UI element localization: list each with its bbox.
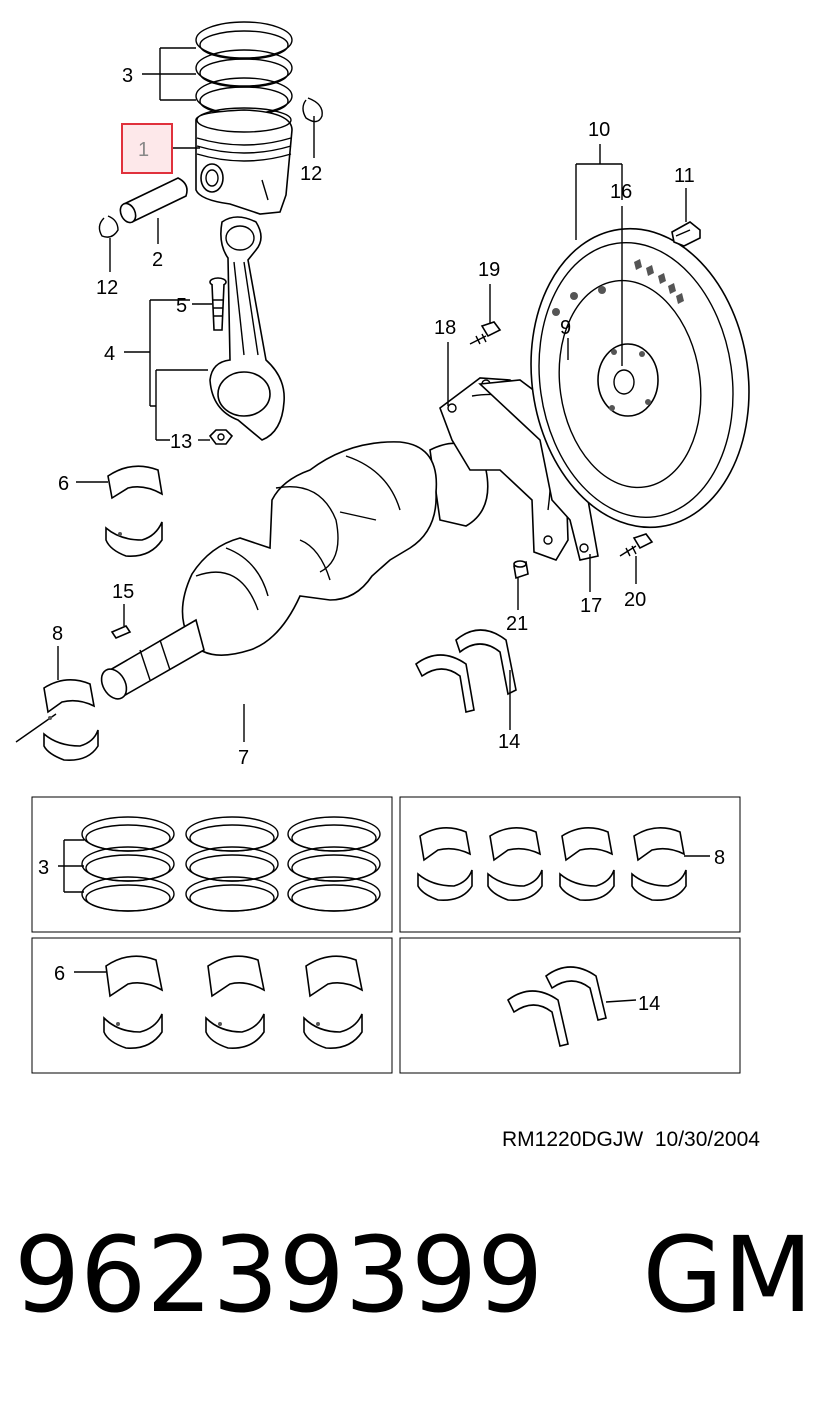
callout-14: 14: [498, 731, 520, 753]
dowel-pin: [513, 560, 529, 580]
rod-bearing-pair-1: [103, 955, 164, 1049]
callout-9: 9: [560, 317, 571, 339]
inset-callout-6: 6: [54, 963, 65, 985]
leader-lines: [57, 47, 687, 742]
piston: [195, 107, 293, 215]
callout-6: 6: [58, 473, 69, 495]
part-number: 96239399: [14, 1214, 544, 1336]
piston-pin: [119, 177, 188, 224]
callout-17: 17: [580, 595, 602, 617]
callout-8: 8: [52, 623, 63, 645]
main-bearing-8: [15, 679, 99, 762]
brand-name: GM: [642, 1214, 813, 1336]
rod-bearing-pair-3: [303, 955, 364, 1049]
callout-3: 3: [122, 65, 133, 87]
main-bearing-pair-4: [631, 827, 687, 902]
callout-11: 11: [674, 165, 695, 187]
housing-bolt-20: [619, 533, 654, 557]
callout-10: 10: [588, 119, 610, 141]
part-number-brand: 96239399 GM: [14, 1218, 813, 1332]
callout-7: 7: [238, 747, 249, 769]
callout-18: 18: [434, 317, 456, 339]
rod-nut: [208, 429, 234, 445]
rod-bolt: [209, 277, 227, 331]
callout-2: 2: [152, 249, 163, 271]
thrust-washers: [414, 629, 517, 713]
snap-ring-right: [302, 97, 323, 123]
inset-main-bearings: 8: [399, 796, 741, 933]
flywheel: [530, 227, 750, 529]
main-bearing-pair-3: [559, 827, 615, 902]
rod-bearing-pair-2: [205, 955, 266, 1049]
callout-15: 15: [112, 581, 134, 603]
rod-bearing-6: [105, 465, 164, 557]
callout-12-right: 12: [300, 163, 322, 185]
ring-set-1: [81, 816, 175, 912]
inset-thrust-washers: 14: [399, 937, 741, 1074]
inset-callout-14: 14: [638, 993, 660, 1015]
callout-1: 1: [138, 139, 149, 161]
inset-rod-bearings: 6: [31, 937, 393, 1074]
connecting-rod: [209, 216, 285, 441]
callout-16: 16: [610, 181, 632, 203]
parts-diagram: 3 1 12 2 12 5 4 13 6 15 8 7 14 21 17 20 …: [15, 21, 750, 1074]
flywheel-bolt: [671, 221, 701, 247]
ring-set-2: [185, 816, 279, 912]
main-bearing-pair-1: [417, 827, 473, 902]
highlight-box: [121, 123, 173, 174]
callout-12-left: 12: [96, 277, 118, 299]
callout-4: 4: [104, 343, 115, 365]
callout-13: 13: [170, 431, 192, 453]
callout-labels: 3 1 12 2 12 5 4 13 6 15 8 7 14 21 17 20 …: [52, 65, 695, 769]
callout-21: 21: [506, 613, 528, 635]
housing-bolt: [469, 321, 502, 345]
crank-key: [110, 625, 132, 639]
main-bearing-pair-2: [487, 827, 543, 902]
callout-19: 19: [478, 259, 500, 281]
callout-20: 20: [624, 589, 646, 611]
inset-callout-8: 8: [714, 847, 725, 869]
drawing-code: RM1220DGJW 10/30/2004: [502, 1128, 760, 1151]
ring-set-3: [287, 816, 381, 912]
inset-callout-3: 3: [38, 857, 49, 879]
inset-ring-sets: 3: [31, 796, 393, 933]
piston-rings: [195, 21, 293, 116]
callout-5: 5: [176, 295, 187, 317]
snap-ring-left: [98, 215, 119, 238]
